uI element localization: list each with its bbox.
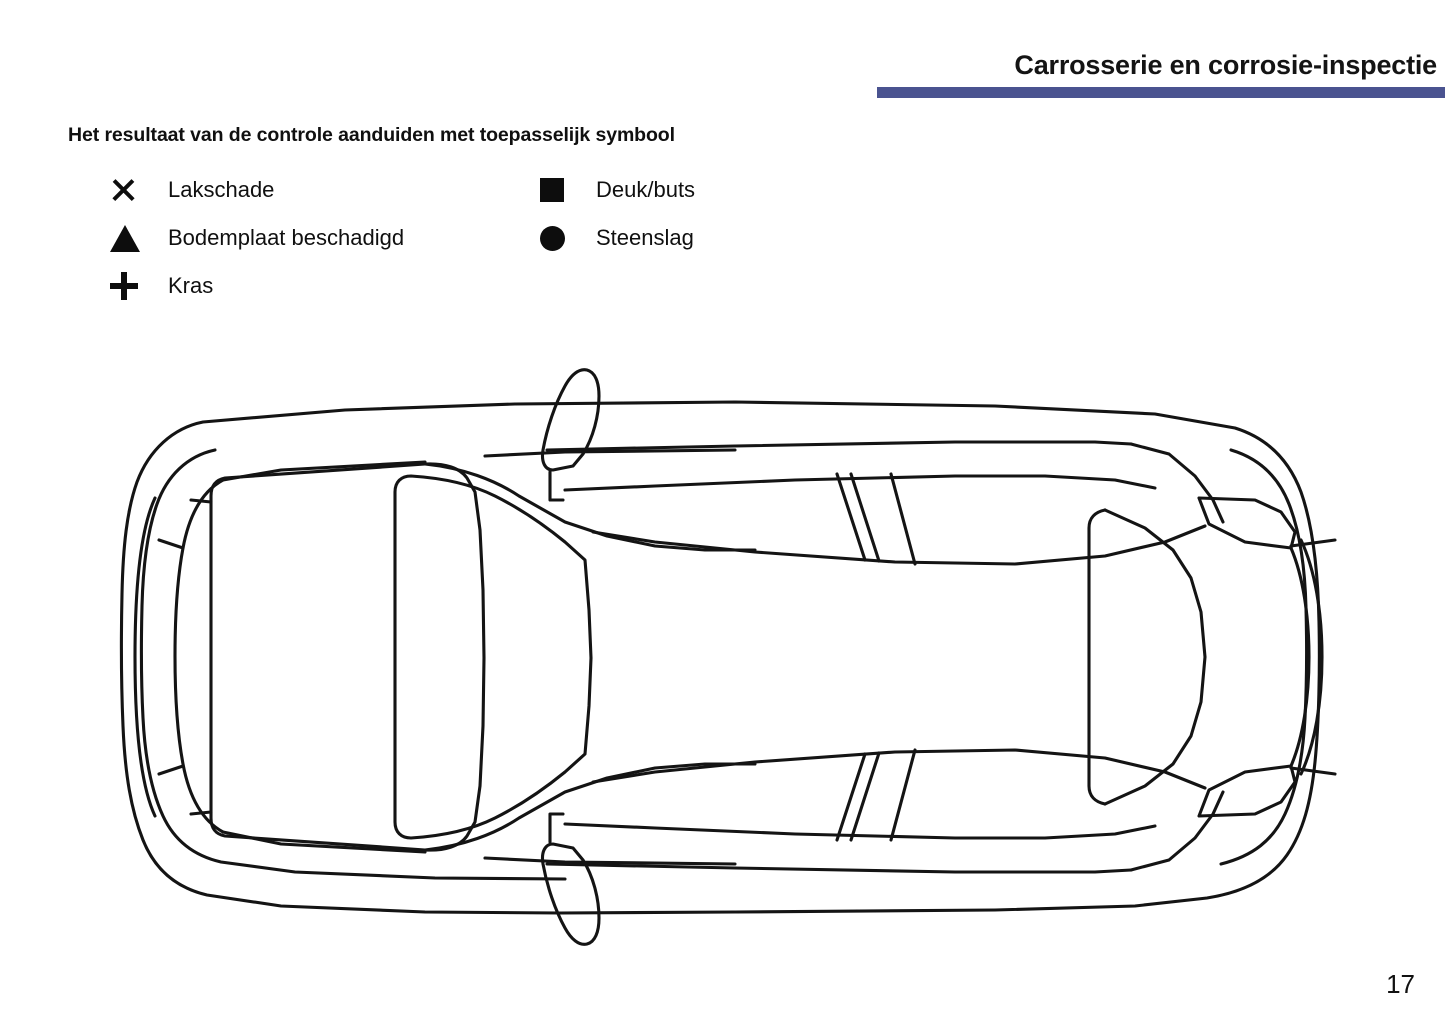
legend-item-kras: Kras [110, 262, 404, 310]
hood-front-seam [189, 498, 213, 504]
side-upper-belt-line [545, 440, 1133, 452]
rear-bumper-contour-1 [1289, 546, 1311, 768]
side-lower-window-line [563, 822, 1157, 840]
front-lower-lip-upper [221, 460, 427, 482]
page-header: Carrosserie en corrosie-inspectie [0, 0, 1445, 100]
front-bumper-inner-edge [173, 478, 225, 834]
page-title: Carrosserie en corrosie-inspectie [1014, 50, 1437, 80]
legend-item-label: Steenslag [596, 225, 694, 250]
side-mirror-lower [540, 842, 601, 946]
roof-panel [393, 474, 593, 840]
rear-bumper-seam-lower [1289, 766, 1337, 776]
rear-window-outline [1103, 508, 1207, 806]
x-mark-icon [110, 173, 150, 207]
lower-rear-quarter [1129, 790, 1225, 872]
filled-triangle-icon [110, 221, 150, 255]
plus-sign-icon [110, 269, 150, 303]
lower-door-split-rear [889, 748, 917, 842]
upper-door-split-front-b [849, 472, 881, 563]
legend-item-label: Bodemplaat beschadigd [168, 225, 405, 250]
front-bumper-seam-lower [157, 764, 185, 776]
front-bumper-contour [133, 496, 157, 818]
page-number: 17 [1386, 969, 1415, 999]
legend-item-deuk-buts: Deuk/buts [540, 166, 695, 214]
car-outline-svg [119, 368, 1337, 946]
car-body-lines [119, 368, 1337, 946]
upper-door-split-front [835, 472, 867, 562]
legend-item-lakschade: Lakschade [110, 166, 404, 214]
filled-square-icon [540, 173, 580, 207]
side-mirror-upper [540, 368, 601, 472]
lower-door-split-front [835, 752, 867, 842]
legend-item-bodemplaat-beschadigd: Bodemplaat beschadigd [110, 214, 404, 262]
legend-heading: Het resultaat van de controle aanduiden … [68, 124, 675, 146]
legend-column-right: Deuk/buts Steenslag [540, 166, 695, 262]
front-lower-lip-lower [221, 830, 427, 854]
side-upper-glass-lower [591, 524, 1207, 566]
side-upper-window-line [563, 474, 1157, 492]
rear-bumper-seam-upper [1289, 538, 1337, 548]
title-underline-rule [877, 87, 1445, 98]
windshield-outline-lower [423, 762, 757, 852]
legend-item-steenslag: Steenslag [540, 214, 695, 262]
side-mirror-upper-stem [548, 470, 565, 502]
rear-bumper-contour-2 [1299, 538, 1324, 776]
side-mirror-lower-stem [548, 812, 565, 844]
tail-light-lower [1197, 764, 1297, 818]
legend-item-label: Kras [168, 273, 214, 298]
body-inner-contour-rear [1219, 448, 1309, 866]
cowl-line-upper [483, 448, 737, 458]
hood-outline [209, 462, 486, 852]
legend-item-label: Deuk/buts [596, 177, 696, 202]
side-lower-belt-line [545, 862, 1133, 874]
legend-column-left: Lakschade Bodemplaat beschadigd Kras [110, 166, 404, 310]
hood-front-seam-lower [189, 810, 213, 816]
car-top-view-diagram [95, 350, 1360, 965]
upper-rear-quarter [1129, 442, 1225, 524]
windshield-outline [423, 462, 757, 552]
body-outer-outline [119, 400, 1321, 915]
body-inner-contour [139, 448, 567, 881]
lower-door-split-front-b [849, 751, 881, 842]
filled-circle-icon [540, 221, 580, 255]
side-lower-glass-upper [591, 748, 1207, 790]
tail-light-upper [1197, 496, 1297, 550]
trunk-lid-outline [1087, 508, 1107, 806]
upper-door-split-rear [889, 472, 917, 566]
legend-item-label: Lakschade [168, 177, 275, 202]
front-bumper-seam-upper [157, 538, 185, 550]
cowl-line-lower [483, 856, 737, 866]
